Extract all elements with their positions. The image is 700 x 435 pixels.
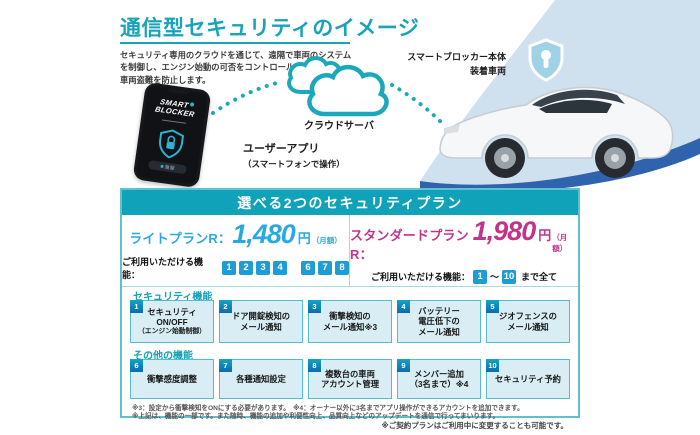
feature-box-7: 7 各種通知設定 [219,359,303,399]
user-app-label: ユーザーアプリ （スマートフォンで操作） [243,140,345,170]
plan-standard-features-label: ご利用いただける機能： [370,272,470,282]
description-line: セキュリティ専用のクラウドを通じて、遠隔で車両のシステム [120,50,352,60]
app-lock-button-label: 施錠 [164,164,176,171]
car-shield-lock-icon [527,38,565,87]
feature-label: 衝撃感度調整 [147,373,197,384]
feature-number-chip: 4 [273,260,287,275]
feature-label: ジオフェンスのメール通知 [499,311,557,332]
feature-label: バッテリー電圧低下のメール通知 [418,305,460,337]
plan-light-unit: 円 [297,230,311,246]
footnote-line1: ※3：設定から衝撃検知をONにする必要があります。 ※4：オーナー以外に3名まで… [132,405,524,412]
feature-number-chip: 7 [318,260,332,275]
car-illustration [420,0,700,195]
feature-number-chip: 1 [472,269,487,284]
feature-box-4: 4 バッテリー電圧低下のメール通知 [397,300,481,343]
user-app-title: ユーザーアプリ [243,143,320,155]
phone-screen: SMART BLOCKER 施錠 [135,85,209,185]
feature-number-badge: 1 [130,300,143,313]
app-shield-lock-icon [155,127,186,165]
plan-standard-price: 1,980 [472,215,537,246]
plan-standard-unit: 円 [538,227,552,243]
plan-light-features-label: ご利用いただける機能： [122,256,204,280]
feature-label: 衝撃検知のメール通知※3 [322,311,378,332]
smartphone-mockup: SMART BLOCKER 施錠 [132,81,212,189]
feature-number-chip: 2 [239,260,253,275]
page-description: セキュリティ専用のクラウドを通じて、遠隔で車両のシステム を制御し、エンジン始動… [120,49,351,86]
logo-subtext-line [161,119,186,124]
feature-number-badge: 6 [130,359,143,372]
feature-number-badge: 5 [486,300,499,313]
cloud-server-icon [281,50,397,120]
feature-number-badge: 4 [397,300,410,313]
feature-label: 各種通知設定 [236,373,286,384]
feature-number-chip: 10 [502,269,516,284]
car-label-line2: 装着車両 [469,66,506,76]
feature-box-6: 6 衝撃感度調整 [130,359,214,399]
plan-standard-name: スタンダードプランR： [350,227,469,262]
feature-number-badge: 7 [219,359,232,372]
feature-number-badge: 2 [219,300,232,313]
feature-number-badge: 8 [308,359,321,372]
plan-change-note: ※ご契約プランはご利用中に変更することも可能です。 [381,421,568,430]
feature-number-badge: 3 [308,300,321,313]
other-features-header: その他の機能 [133,351,193,362]
smart-blocker-logo: SMART BLOCKER [144,96,207,120]
feature-number-badge: 10 [486,359,499,372]
plan-light-price: 1,480 [232,218,296,249]
title-underline [120,42,350,44]
range-suffix: まで全て [521,272,558,282]
logo-pin-icon [189,102,195,107]
description-line: を制御し、エンジン始動の可否をコントロール。 [120,62,303,73]
car-swoosh-graphic [420,0,700,193]
plans-banner: 選べる2つのセキュリティプラン [122,190,578,215]
security-features-header: セキュリティ機能 [133,292,213,303]
cloud-server-label: クラウドサーバ [304,121,374,132]
car-label-line1: スマートブロッカー本体 [407,52,506,62]
feature-label: メンバー追加（3名まで）※4 [409,368,469,389]
plan-standard-per: （月額） [552,232,568,253]
feature-number-chip: 6 [301,260,315,275]
logo-line2: BLOCKER [154,104,196,120]
chip-gap [290,261,298,275]
range-separator: ～ [489,272,499,282]
feature-number-chip: 3 [256,260,270,275]
feature-number-badge: 9 [397,359,410,372]
page-title: 通信型セキュリティのイメージ [120,17,420,40]
plan-light-name: ライトプランR： [129,230,232,246]
status-dot-icon [159,164,164,169]
feature-label: セキュリティ予約 [495,373,561,384]
description-line: 車両盗難を防止します。 [120,74,211,85]
feature-label: ドア開錠検知のメール通知 [231,311,291,332]
car-label: スマートブロッカー本体 装着車両 [398,50,506,77]
user-app-subtitle: （スマートフォンで操作） [243,159,345,169]
plan-light-per: （月額） [311,235,342,245]
feature-number-chip: 1 [222,260,236,275]
footnote-line2: ※上記は、機能の一部です。また随時、機能の追加や利便性向上、品質向上などのアップ… [132,413,500,420]
feature-label: 複数台の車両アカウント管理 [320,368,380,389]
feature-number-chip: 8 [335,260,349,275]
